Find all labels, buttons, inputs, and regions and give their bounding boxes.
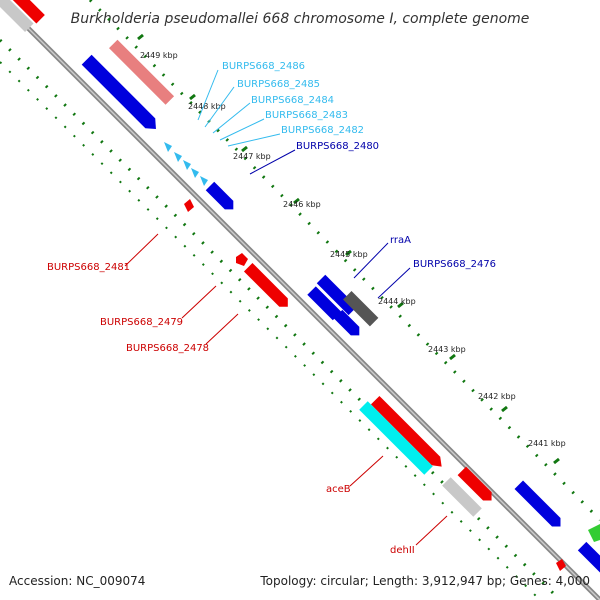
kbp-label: 2444 kbp bbox=[378, 297, 416, 306]
gene-label[interactable]: dehII bbox=[390, 545, 415, 556]
kbp-label: 2443 kbp bbox=[428, 345, 466, 354]
kbp-label: 2445 kbp bbox=[330, 250, 368, 259]
gene-arrow-red-small[interactable] bbox=[184, 199, 194, 212]
gene-arrow-red-2[interactable] bbox=[457, 466, 496, 505]
gene-arrow-darkgray[interactable] bbox=[343, 291, 379, 327]
label-leader-lines-upper bbox=[197, 69, 411, 299]
gene-label[interactable]: BURPS668_2478 bbox=[126, 343, 209, 354]
gene-arrow-blue-right[interactable] bbox=[514, 480, 565, 531]
genes[interactable] bbox=[0, 0, 600, 579]
kbp-label: 2448 kbp bbox=[188, 102, 226, 111]
small-cyan-genes[interactable] bbox=[164, 142, 208, 186]
gene-arrow-gray-dehII[interactable] bbox=[442, 477, 482, 517]
gene-label[interactable]: BURPS668_2485 bbox=[237, 79, 320, 90]
kbp-label: 2446 kbp bbox=[283, 200, 321, 209]
gene-arrow-red-tiny[interactable] bbox=[236, 253, 248, 266]
outer-tick-track-lower bbox=[0, 38, 562, 600]
gene-block-pink[interactable] bbox=[109, 39, 175, 105]
inner-tick-track-lower bbox=[0, 61, 541, 600]
gene-arrow-blue-corner[interactable] bbox=[577, 541, 600, 579]
gene-arrow-green-corner[interactable] bbox=[588, 524, 600, 542]
gene-label[interactable]: aceB bbox=[326, 484, 351, 495]
label-leader-lines-lower bbox=[124, 233, 448, 546]
map-title: Burkholderia pseudomallei 668 chromosome… bbox=[71, 11, 530, 27]
accession-text: Accession: NC_009074 bbox=[9, 574, 145, 588]
gene-label[interactable]: rraA bbox=[390, 235, 411, 246]
gene-label[interactable]: BURPS668_2486 bbox=[222, 61, 305, 72]
kbp-scale-labels: 2449 kbp 2448 kbp 2447 kbp 2446 kbp 2445… bbox=[140, 51, 566, 448]
kbp-label: 2441 kbp bbox=[528, 439, 566, 448]
gene-arrow-blue-small[interactable] bbox=[205, 181, 238, 214]
outer-tick-track-upper bbox=[88, 0, 600, 522]
gene-labels: BURPS668_2486 BURPS668_2485 BURPS668_248… bbox=[47, 61, 496, 556]
gene-arrow-blue-lower[interactable] bbox=[307, 286, 342, 321]
gene-arrow-cyan-aceB[interactable] bbox=[359, 401, 433, 475]
gene-label[interactable]: BURPS668_2480 bbox=[296, 141, 379, 152]
gene-label[interactable]: BURPS668_2483 bbox=[265, 110, 348, 121]
topology-text: Topology: circular; Length: 3,912,947 bp… bbox=[259, 574, 590, 588]
gene-arrow-gray[interactable] bbox=[0, 0, 34, 33]
gene-label[interactable]: BURPS668_2479 bbox=[100, 317, 183, 328]
gene-label[interactable]: BURPS668_2484 bbox=[251, 95, 334, 106]
gene-arrow-red-medium[interactable] bbox=[243, 262, 292, 311]
gene-arrow-red[interactable] bbox=[0, 0, 45, 24]
kbp-label: 2442 kbp bbox=[478, 392, 516, 401]
kbp-label: 2449 kbp bbox=[140, 51, 178, 60]
gene-arrow-red-corner[interactable] bbox=[556, 559, 566, 571]
gene-label[interactable]: BURPS668_2482 bbox=[281, 125, 364, 136]
gene-arrow-blue-2476[interactable] bbox=[333, 309, 364, 340]
kbp-label: 2447 kbp bbox=[233, 152, 271, 161]
gene-arrow-red-large[interactable] bbox=[370, 395, 446, 471]
gene-label[interactable]: BURPS668_2481 bbox=[47, 262, 130, 273]
gene-arrow-blue-rraA[interactable] bbox=[316, 274, 358, 316]
gene-arrow-blue[interactable] bbox=[81, 54, 161, 134]
gene-label[interactable]: BURPS668_2476 bbox=[413, 259, 496, 270]
major-ticks bbox=[137, 33, 560, 465]
